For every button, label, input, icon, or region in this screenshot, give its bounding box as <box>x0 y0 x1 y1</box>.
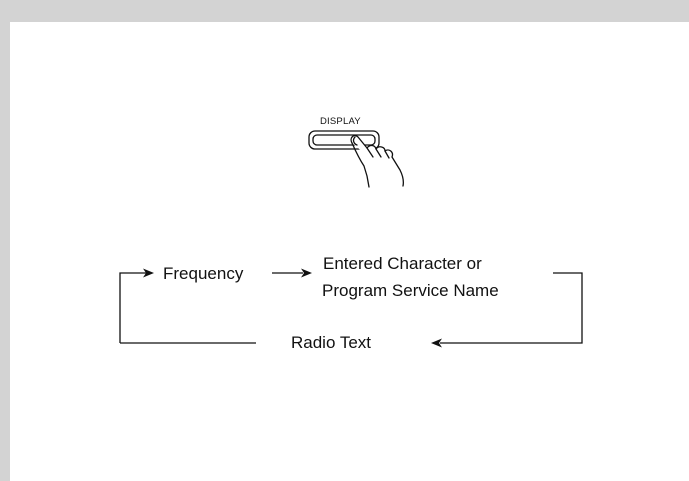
cycle-lines <box>119 272 583 344</box>
display-button-label: DISPLAY <box>320 116 361 127</box>
radio-text-label: Radio Text <box>291 333 372 352</box>
entered-character-label: Entered Character or <box>323 254 482 273</box>
loop-right-line <box>440 272 583 344</box>
finger-pressing-button-icon <box>350 134 405 188</box>
arrowhead-to-radio-text <box>431 338 442 348</box>
arrowhead-to-frequency <box>143 268 154 278</box>
top-border <box>0 0 689 22</box>
page-canvas <box>10 22 689 481</box>
frequency-label: Frequency <box>163 264 244 283</box>
left-border <box>0 0 10 481</box>
program-service-name-label: Program Service Name <box>322 281 499 300</box>
loop-left-line <box>119 272 146 343</box>
arrowhead-to-entered <box>301 268 312 278</box>
